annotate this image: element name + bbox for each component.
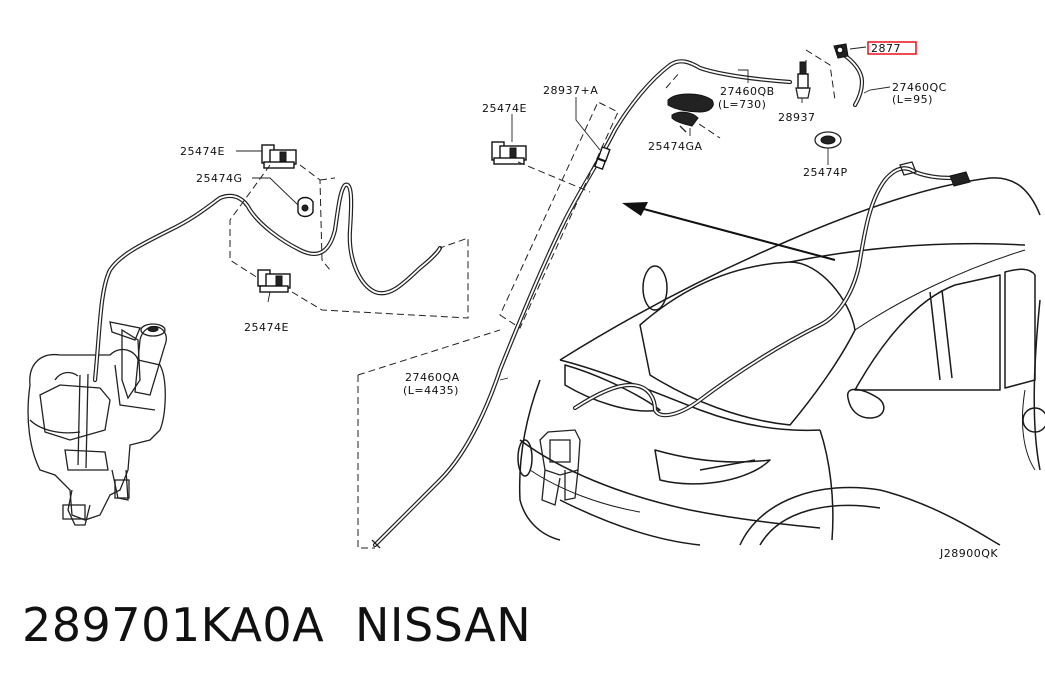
joint-28937A	[593, 146, 611, 171]
highlight-box	[867, 41, 917, 55]
clip-25474G	[297, 196, 314, 218]
label-25474E-top: 25474E	[180, 145, 225, 158]
label-27460QB-length: (L=730)	[718, 98, 766, 111]
joint-28937	[795, 61, 811, 99]
direction-arrow	[622, 202, 836, 261]
label-25474E-bottom: 25474E	[244, 321, 289, 334]
label-27460QB: 27460QB	[720, 85, 775, 98]
grommet-25474P	[814, 131, 842, 149]
connector-2877	[833, 43, 849, 59]
label-27460QA: 27460QA	[405, 371, 460, 384]
clip-25474E-mid	[491, 141, 527, 165]
label-27460QC-length: (L=95)	[892, 93, 933, 106]
leader-lines	[236, 46, 891, 381]
rear-nozzle	[899, 161, 971, 187]
car-outline	[517, 177, 1045, 546]
washer-tank	[27, 321, 167, 526]
clip-25474E-top	[261, 144, 297, 169]
clips	[257, 43, 971, 506]
label-25474GA: 25474GA	[648, 140, 703, 153]
label-27460QC: 27460QC	[892, 81, 947, 94]
label-25474G: 25474G	[196, 172, 243, 185]
washer-hoses	[92, 49, 961, 549]
label-highlight-2877: 2877	[871, 42, 901, 55]
label-25474P: 25474P	[803, 166, 848, 179]
part-number: 289701KA0A	[22, 598, 325, 652]
diagram-code: J28900QK	[939, 547, 998, 560]
label-28937: 28937	[778, 111, 816, 124]
front-nozzle	[539, 429, 581, 506]
clip-25474E-bottom	[257, 269, 291, 293]
label-25474E-mid: 25474E	[482, 102, 527, 115]
label-28937A: 28937+A	[543, 84, 598, 97]
part-labels: 25474E 25474G 25474E 25474E 28937+A 2746…	[180, 41, 998, 560]
brand-name: NISSAN	[355, 598, 532, 652]
callout-boxes	[229, 49, 836, 549]
label-27460QA-length: (L=4435)	[403, 384, 459, 397]
nozzle-25474GA	[667, 93, 714, 133]
